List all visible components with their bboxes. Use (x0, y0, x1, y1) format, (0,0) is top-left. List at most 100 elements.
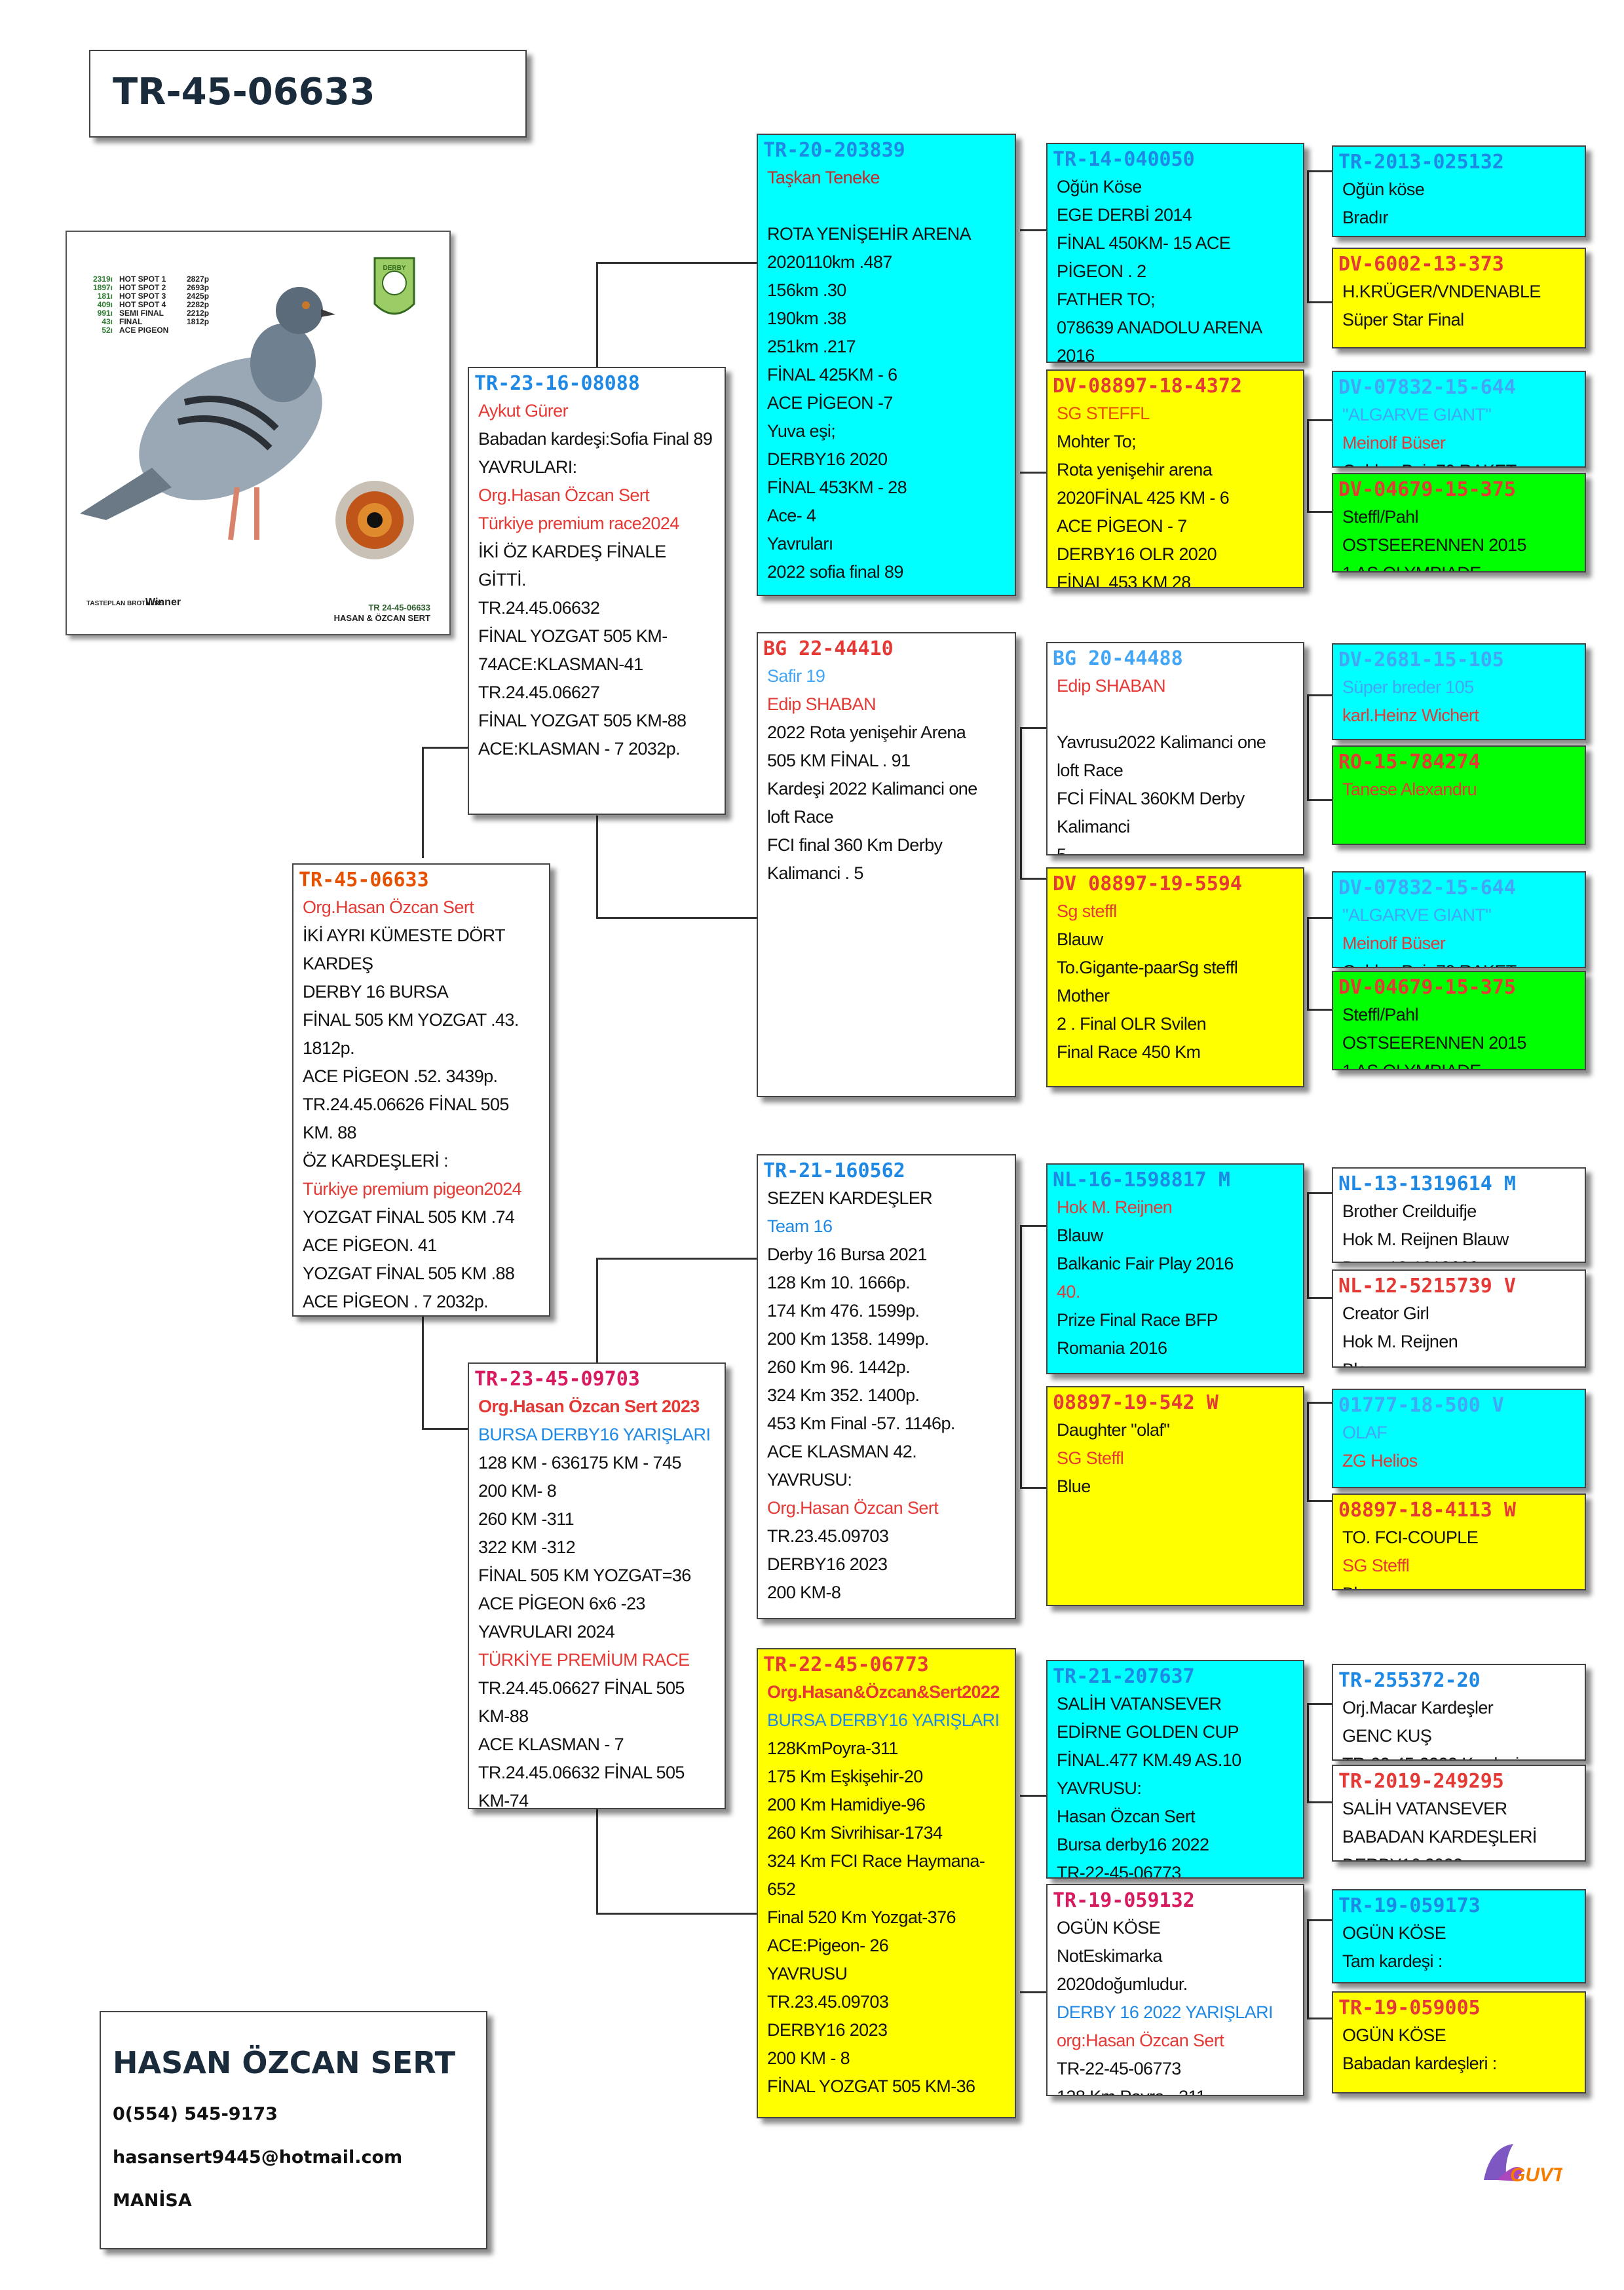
card-line: DERBY16 OLR 2020 (1057, 544, 1217, 564)
card-line: 128 Km 10. 1666p. (767, 1273, 911, 1292)
ring-number: BG 20-44488 (1053, 647, 1183, 670)
card-line: 260 Km 96. 1442p. (767, 1357, 911, 1377)
card-line: Org.Hasan&Özcan&Sert2022 (767, 1682, 1000, 1702)
card-line: NotEskimarka (1057, 1946, 1162, 1966)
ring-number: TR-22-45-06773 (763, 1653, 929, 1676)
card-line: KM-88 (478, 1706, 529, 1726)
card-line: Brother Creilduifje (1342, 1201, 1477, 1221)
card-line: 2022 Rota yenişehir Arena (767, 723, 966, 742)
ring-number: TR-14-040050 (1053, 148, 1195, 171)
card-line: Kardeşi 2022 Kalimanci one (767, 779, 977, 798)
card-line: DERBY16 2023 (767, 1554, 888, 1574)
card-line: TR.24.45.06627 FİNAL 505 (478, 1678, 685, 1698)
owner-card: HASAN ÖZCAN SERT 0(554) 545-9173 hasanse… (100, 2011, 487, 2249)
stat-cell: 2282p (187, 300, 209, 309)
card-line: 175 Km Eşkişehir-20 (767, 1767, 923, 1786)
card-line: ZG Helios (1342, 1451, 1418, 1471)
card-line: ACE PİGEON - 7 (1057, 516, 1187, 536)
card-line: 174 Km 476. 1599p. (767, 1301, 920, 1321)
card-line: Aykut Gürer (478, 401, 569, 421)
card-line: Meinolf Büser (1342, 433, 1446, 453)
pedigree-title: TR-45-06633 (113, 71, 375, 113)
card-line: İKİ AYRI KÜMESTE DÖRT (303, 926, 506, 945)
card-line: Broer 13-1319609 (1333, 1254, 1585, 1262)
card-line: loft Race (1057, 760, 1124, 780)
card-line: FİNAL YOZGAT 505 KM-88 (478, 711, 687, 730)
stat-cell: 2212p (187, 309, 209, 318)
card-line: BABADAN KARDEŞLERİ (1342, 1827, 1537, 1847)
ring-number: TR-2013-025132 (1338, 151, 1504, 174)
card-line: Rota yenişehir arena (1057, 460, 1213, 479)
card-line (1048, 700, 1303, 728)
card-line: 324 Km 352. 1400p. (767, 1385, 920, 1405)
card-line: 5 (1057, 845, 1067, 855)
card-line: YAVRUSU: (767, 1470, 852, 1490)
ring-number: TR-19-059173 (1338, 1894, 1481, 1917)
card-line: SEZEN KARDEŞLER (767, 1188, 933, 1208)
owner-phone[interactable]: 0(554) 545-9173 (113, 2104, 278, 2124)
card-line: org:Hasan Özcan Sert (1057, 2031, 1224, 2050)
card-line: FİNAL 450KM- 15 ACE (1057, 233, 1231, 253)
card-line: İKİ ÖZ KARDEŞ FİNALE (478, 542, 666, 561)
stat-cell: 1812p (187, 317, 209, 326)
ring-number: 08897-19-542 W (1053, 1391, 1218, 1414)
card-line: ACE PİGEON .52. 3439p. (303, 1066, 498, 1086)
ring-number: TR-19-059005 (1338, 1997, 1481, 2019)
card-line: 324 Km FCI Race Haymana- (767, 1851, 985, 1871)
ring-number: 08897-18-4113 W (1338, 1499, 1516, 1522)
card-line: Bradır (1342, 208, 1389, 227)
card-line: FİNAL YOZGAT 505 KM- (478, 626, 668, 646)
card-line: ACE:KLASMAN - 7 2032p. (478, 739, 681, 759)
card-line: Golden Pair 70 RAKET (1333, 457, 1585, 466)
card-lines: "ALGARVE GIANT"Meinolf BüserGolden Pair … (1333, 901, 1585, 967)
card-line: DERBY16 2020 (767, 449, 888, 469)
owner-email[interactable]: hasansert9445@hotmail.com (113, 2147, 403, 2168)
card-line (758, 192, 1015, 220)
stat-cell: 2425p (187, 291, 209, 301)
card-line: Blauw (1333, 1356, 1585, 1366)
card-line: Mohter To; (1057, 432, 1137, 451)
owner-name: HASAN ÖZCAN SERT (113, 2045, 455, 2080)
card-line: 40. (1057, 1282, 1080, 1302)
card-line: TR.23.45.09703 (767, 1526, 889, 1546)
pedigree-card-g6: RO-15-784274 Tanese Alexandru (1332, 745, 1586, 845)
card-line: Steffl/Pahl (1342, 1005, 1419, 1024)
card-line: Yavrusu2022 Kalimanci one (1057, 732, 1266, 752)
card-line: 200 Km Hamidiye-96 (767, 1795, 926, 1814)
card-line: TR-2013-025131 (1333, 232, 1585, 236)
pedigree-title-box: TR-45-06633 (89, 50, 527, 138)
card-line: Türkiye premium race2024 (478, 514, 679, 533)
card-line: 200 Km 1358. 1499p. (767, 1329, 929, 1349)
pedigree-card-g7: DV-07832-15-644 "ALGARVE GIANT"Meinolf B… (1332, 871, 1586, 968)
card-line: TR-22-45-06773 (1057, 2059, 1181, 2078)
ring-number: DV-07832-15-644 (1338, 376, 1516, 399)
card-line: Bursa derby16 2022 (1057, 1835, 1209, 1854)
card-line: Süper Star Final (1342, 310, 1464, 329)
stat-cell: 991ı (98, 309, 113, 318)
card-line: OGÜN KÖSE (1057, 1918, 1161, 1938)
ring-number: TR-21-207637 (1053, 1665, 1195, 1688)
card-line: Blue (1057, 1476, 1091, 1496)
card-line: Final Race 450 Km (1057, 1042, 1201, 1062)
card-line: BURSA DERBY16 YARIŞLARI (478, 1425, 711, 1444)
card-line: Hok M. Reijnen (1057, 1197, 1173, 1217)
card-line: To.Gigante-paarSg steffl (1057, 958, 1238, 977)
card-line: Balkanic Fair Play 2016 (1057, 1254, 1234, 1273)
ring-number: DV-04679-15-375 (1338, 976, 1516, 999)
ring-number: RO-15-784274 (1338, 751, 1481, 774)
